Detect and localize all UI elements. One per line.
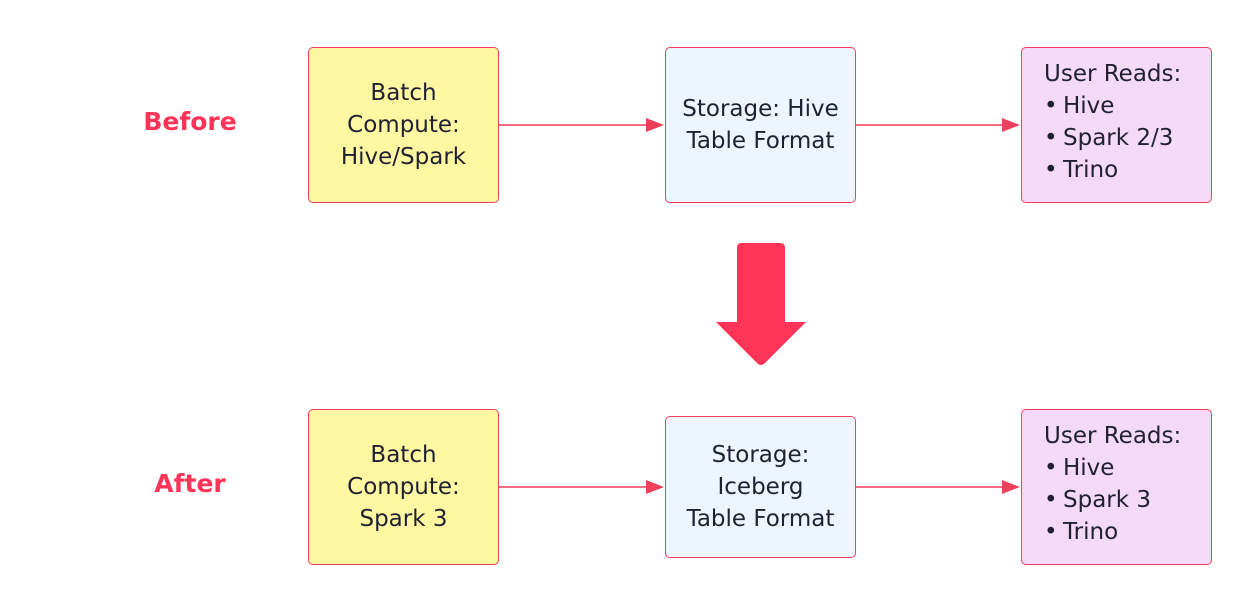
user-reads-box-after: User Reads: Hive Spark 3 Trino xyxy=(1021,409,1212,565)
down-arrow-icon xyxy=(716,243,806,365)
user-reads-item: Trino xyxy=(1044,516,1181,548)
edge-storage-to-reads-after xyxy=(856,480,1020,494)
batch-compute-text-after: Batch Compute: Spark 3 xyxy=(347,442,460,532)
row-label-before: Before xyxy=(143,107,237,136)
user-reads-item: Trino xyxy=(1044,154,1181,186)
batch-compute-box-before: Batch Compute: Hive/Spark xyxy=(308,47,499,203)
user-reads-box-before: User Reads: Hive Spark 2/3 Trino xyxy=(1021,47,1212,203)
storage-box-before: Storage: Hive Table Format xyxy=(665,47,856,203)
user-reads-title-after: User Reads: xyxy=(1044,423,1182,449)
user-reads-list-before: Hive Spark 2/3 Trino xyxy=(1044,90,1181,186)
edge-compute-to-storage-before xyxy=(499,118,664,132)
batch-compute-text-before: Batch Compute: Hive/Spark xyxy=(340,80,467,170)
storage-text-after: Storage: Iceberg Table Format xyxy=(686,442,835,532)
edge-compute-to-storage-after xyxy=(499,480,664,494)
batch-compute-box-after: Batch Compute: Spark 3 xyxy=(308,409,499,565)
storage-text-before: Storage: Hive Table Format xyxy=(682,96,839,154)
edge-storage-to-reads-before xyxy=(856,118,1020,132)
user-reads-list-after: Hive Spark 3 Trino xyxy=(1044,452,1181,548)
user-reads-title-before: User Reads: xyxy=(1044,61,1182,87)
user-reads-item: Spark 2/3 xyxy=(1044,122,1181,154)
storage-box-after: Storage: Iceberg Table Format xyxy=(665,416,856,558)
user-reads-item: Spark 3 xyxy=(1044,484,1181,516)
user-reads-item: Hive xyxy=(1044,90,1181,122)
row-label-after: After xyxy=(154,469,226,498)
user-reads-item: Hive xyxy=(1044,452,1181,484)
